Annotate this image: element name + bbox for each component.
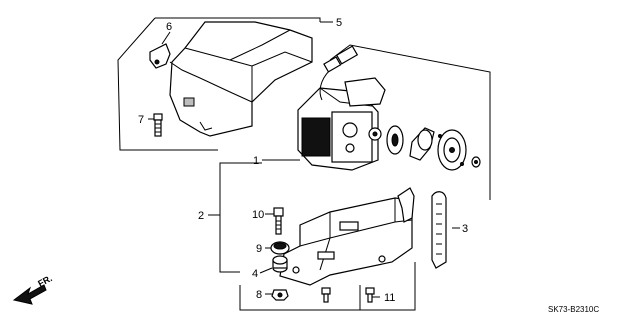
cruise-actuator: [297, 45, 386, 171]
bolt-part-11a: [321, 287, 331, 303]
leader-lines: [117, 17, 491, 311]
callout-11: 11: [384, 292, 395, 304]
diagram-code: SK73-B2310C: [548, 305, 599, 314]
callout-4: 4: [252, 268, 258, 280]
throttle-cable: [431, 191, 447, 269]
callout-10: 10: [252, 209, 264, 221]
callout-7: 7: [138, 114, 144, 126]
collar-part-4: [272, 255, 288, 273]
callout-8: 8: [256, 289, 262, 301]
callout-3: 3: [462, 223, 468, 235]
callout-9: 9: [256, 243, 262, 255]
bolt-part-7: [153, 113, 163, 137]
mounting-bracket: [279, 187, 415, 286]
front-arrow-label: FR.: [36, 273, 53, 289]
callout-1: 1: [253, 155, 259, 167]
callout-6: 6: [166, 21, 172, 33]
callout-5: 5: [336, 17, 342, 29]
nut-part-8: [271, 289, 289, 301]
callout-2: 2: [198, 210, 204, 222]
pulley-assembly: [386, 125, 481, 171]
clip-part-6: [149, 43, 171, 69]
bolt-part-10: [273, 207, 284, 235]
bolt-part-11b: [365, 287, 375, 303]
actuator-cover: [169, 21, 313, 137]
front-arrow-icon: [12, 284, 47, 305]
grommet-part-9: [270, 241, 290, 255]
